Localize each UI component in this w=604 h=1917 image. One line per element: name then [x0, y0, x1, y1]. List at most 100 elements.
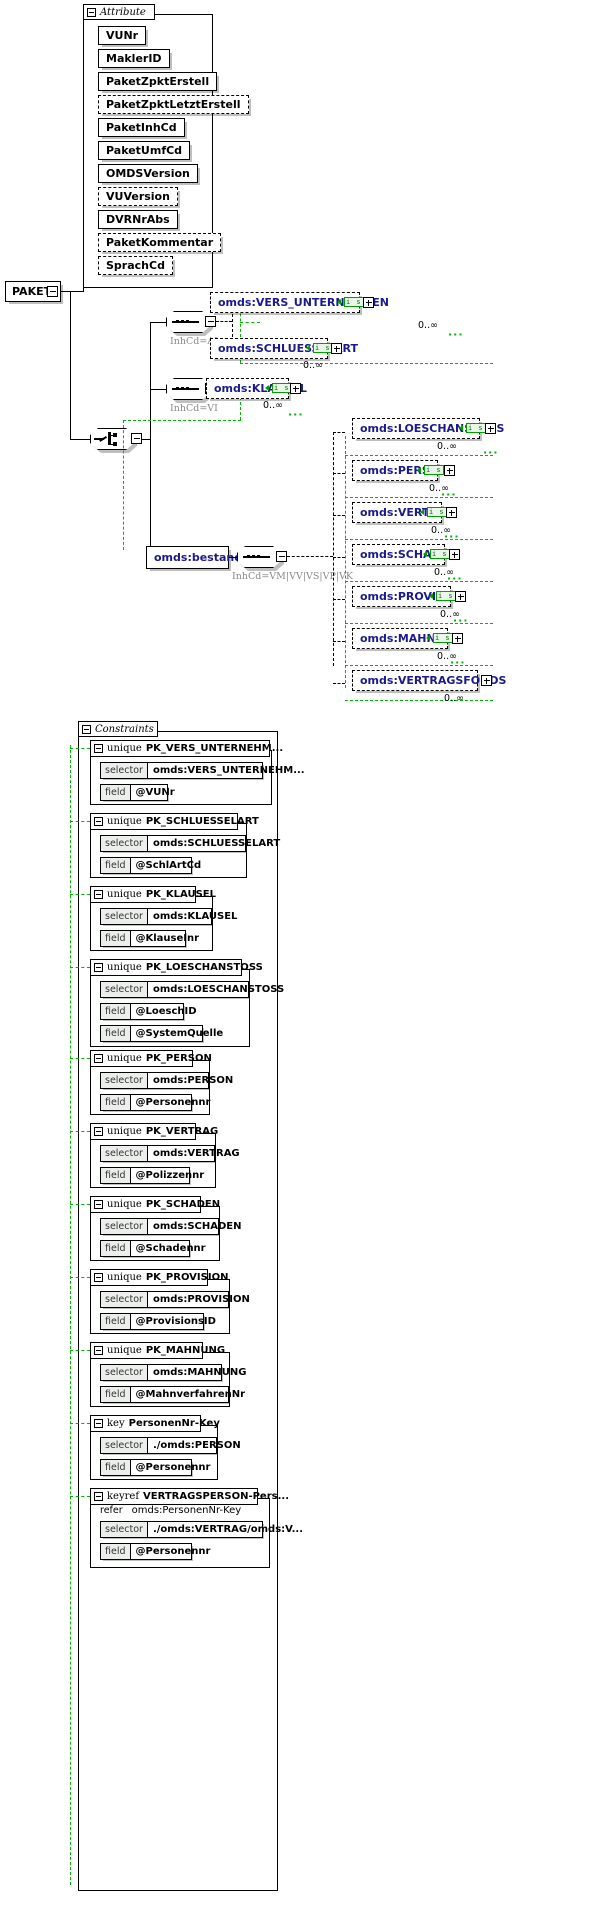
collapse-icon[interactable]	[94, 890, 103, 899]
collapse-icon[interactable]	[94, 1419, 103, 1428]
row-value: omds:LOESCHANSTOSS	[152, 984, 285, 995]
identity-link	[123, 420, 241, 421]
row-value: omds:KLAUSEL	[152, 911, 238, 922]
constraint-header-pk-schluesselart[interactable]: unique PK_SCHLUESSELART	[90, 813, 259, 830]
constraint-row-field[interactable]: field @SystemQuelle	[100, 1025, 223, 1042]
constraint-row-selector[interactable]: selector omds:LOESCHANSTOSS	[100, 981, 284, 998]
constraint-row-selector[interactable]: selector omds:VERS_UNTERNEHM...	[100, 762, 305, 779]
constraint-row-field[interactable]: field @SchlArtCd	[100, 857, 201, 874]
constraint-row-selector[interactable]: selector ./omds:VERTRAG/omds:V...	[100, 1521, 303, 1538]
connector	[142, 439, 150, 440]
constraint-row-field[interactable]: field @KlauseInr	[100, 930, 199, 947]
constraint-header-pk-klausel[interactable]: unique PK_KLAUSEL	[90, 886, 216, 903]
constraint-row-refer[interactable]: refer omds:PersonenNr-Key	[96, 1502, 268, 1519]
row-label: refer	[100, 1505, 123, 1516]
row-label: selector	[101, 1292, 148, 1307]
constraint-row-field[interactable]: field @Schadennr	[100, 1240, 206, 1257]
group-ref-bestand[interactable]: omds:bestand	[146, 546, 242, 569]
occurrence-label: 0..∞	[437, 441, 457, 452]
attribute-node-sprachcd[interactable]: SprachCd	[98, 256, 173, 275]
collapse-icon[interactable]	[94, 1273, 103, 1282]
constraint-row-field[interactable]: field @Personennr	[100, 1094, 210, 1111]
choice-expand-icon[interactable]	[131, 433, 142, 444]
element-node-vertragsfonds[interactable]: omds:VERTRAGSFONDS	[352, 670, 506, 691]
sequence-ai-label: InhCd=AI	[170, 336, 218, 347]
element-expand-icon-vers-unternehmen[interactable]	[363, 297, 374, 308]
row-label: selector	[101, 1219, 148, 1234]
element-expand-icon-schluesselart[interactable]	[331, 343, 342, 354]
element-node-schluesselart[interactable]: omds:SCHLUESSELART	[210, 338, 358, 359]
attribute-node-vuversion[interactable]: VUVersion	[98, 187, 178, 206]
sequence-ai-expand-icon[interactable]	[205, 316, 216, 327]
constraints-group-tab[interactable]: Constraints	[78, 721, 158, 737]
attribute-node-maklerid[interactable]: MaklerID	[98, 49, 170, 68]
collapse-icon[interactable]	[94, 963, 103, 972]
constraint-row-selector[interactable]: selector omds:VERTRAG	[100, 1145, 240, 1162]
row-value: @SchlArtCd	[135, 860, 202, 871]
constraint-row-selector[interactable]: selector omds:PERSON	[100, 1072, 233, 1089]
attribute-node-paketzpkterstell[interactable]: PaketZpktErstell	[98, 72, 218, 91]
constraint-row-selector[interactable]: selector omds:SCHADEN	[100, 1218, 242, 1235]
attribute-node-paketkommentar[interactable]: PaketKommentar	[98, 233, 222, 252]
constraint-header-pk-vertrag[interactable]: unique PK_VERTRAG	[90, 1123, 218, 1140]
element-expand-icon-schaden[interactable]	[449, 549, 460, 560]
constraint-row-field[interactable]: field @VUNr	[100, 784, 175, 801]
collapse-icon[interactable]	[82, 724, 91, 734]
occurrence-label: 0..∞	[263, 400, 283, 411]
constraint-row-selector[interactable]: selector omds:MAHNUNG	[100, 1364, 246, 1381]
element-expand-icon-provision[interactable]	[455, 591, 466, 602]
sequence-bestand-expand-icon[interactable]	[276, 551, 287, 562]
constraint-row-selector[interactable]: selector omds:KLAUSEL	[100, 908, 237, 925]
collapse-icon[interactable]	[94, 744, 103, 753]
constraint-header-pk-person[interactable]: unique PK_PERSON	[90, 1050, 212, 1067]
constraint-row-field[interactable]: field @MahnverfahrenNr	[100, 1386, 245, 1403]
collapse-icon[interactable]	[94, 1492, 103, 1501]
constraint-header-vertragsperson-keyref[interactable]: keyref VERTRAGSPERSON-Pers...	[90, 1488, 289, 1505]
connector-dashed	[333, 557, 345, 558]
attribute-label: MaklerID	[106, 52, 162, 65]
attribute-node-paketinhcd[interactable]: PaketInhCd	[98, 118, 185, 137]
attribute-node-paketzpktletzterstell[interactable]: PaketZpktLetztErstell	[98, 95, 249, 114]
element-expand-icon-vertrag[interactable]	[446, 507, 457, 518]
collapse-icon[interactable]	[94, 1127, 103, 1136]
collapse-icon[interactable]	[94, 817, 103, 826]
constraint-row-field[interactable]: field @Polizzennr	[100, 1167, 204, 1184]
constraint-header-pk-schaden[interactable]: unique PK_SCHADEN	[90, 1196, 220, 1213]
constraint-header-pk-vers-unternehm[interactable]: unique PK_VERS_UNTERNEHM...	[90, 740, 283, 757]
element-expand-icon-person[interactable]	[444, 465, 455, 476]
attribute-group-tab[interactable]: Attribute	[83, 4, 155, 20]
attribute-node-paketumfcd[interactable]: PaketUmfCd	[98, 141, 191, 160]
identity-arrow-icon	[459, 425, 463, 431]
attribute-node-omdsversion[interactable]: OMDSVersion	[98, 164, 198, 183]
constraint-row-field[interactable]: field @LoeschID	[100, 1003, 197, 1020]
constraint-row-field[interactable]: field @Personennr	[100, 1459, 210, 1476]
constraint-header-personennr-key[interactable]: key PersonenNr-Key	[90, 1415, 220, 1432]
attribute-label: PaketInhCd	[106, 121, 177, 134]
element-expand-icon-loeschanstoss[interactable]	[485, 423, 496, 434]
root-collapse-icon[interactable]	[47, 286, 58, 297]
collapse-icon[interactable]	[94, 1200, 103, 1209]
constraint-row-selector[interactable]: selector omds:SCHLUESSELART	[100, 835, 280, 852]
element-expand-icon-vertragsfonds[interactable]	[481, 675, 492, 686]
constraint-row-selector[interactable]: selector omds:PROVISION	[100, 1291, 250, 1308]
attribute-node-vunr[interactable]: VUNr	[98, 26, 147, 45]
constraint-header-pk-loeschanstoss[interactable]: unique PK_LOESCHANSTOSS	[90, 959, 263, 976]
constraint-header-pk-provision[interactable]: unique PK_PROVISION	[90, 1269, 228, 1286]
row-label: field	[101, 1314, 131, 1329]
element-expand-icon-mahnung[interactable]	[452, 633, 463, 644]
row-value: omds:PersonenNr-Key	[131, 1505, 242, 1516]
row-label: field	[101, 1168, 131, 1183]
identity-link	[70, 1204, 90, 1205]
collapse-icon[interactable]	[94, 1346, 103, 1355]
type-badge: i s	[430, 549, 450, 559]
collapse-icon[interactable]	[94, 1054, 103, 1063]
constraint-header-pk-mahnung[interactable]: unique PK_MAHNUNG	[90, 1342, 225, 1359]
constraint-row-field[interactable]: field @ProvisionsID	[100, 1313, 216, 1330]
constraint-row-selector[interactable]: selector ./omds:PERSON	[100, 1437, 241, 1454]
occurrence-label: 0..∞	[431, 525, 451, 536]
collapse-icon[interactable]	[87, 7, 96, 17]
element-node-schaden[interactable]: omds:SCHADEN	[352, 544, 457, 565]
constraint-row-field[interactable]: field @Personennr	[100, 1543, 210, 1560]
attribute-node-dvrnrabs[interactable]: DVRNrAbs	[98, 210, 178, 229]
element-expand-icon-klausel[interactable]	[290, 383, 301, 394]
